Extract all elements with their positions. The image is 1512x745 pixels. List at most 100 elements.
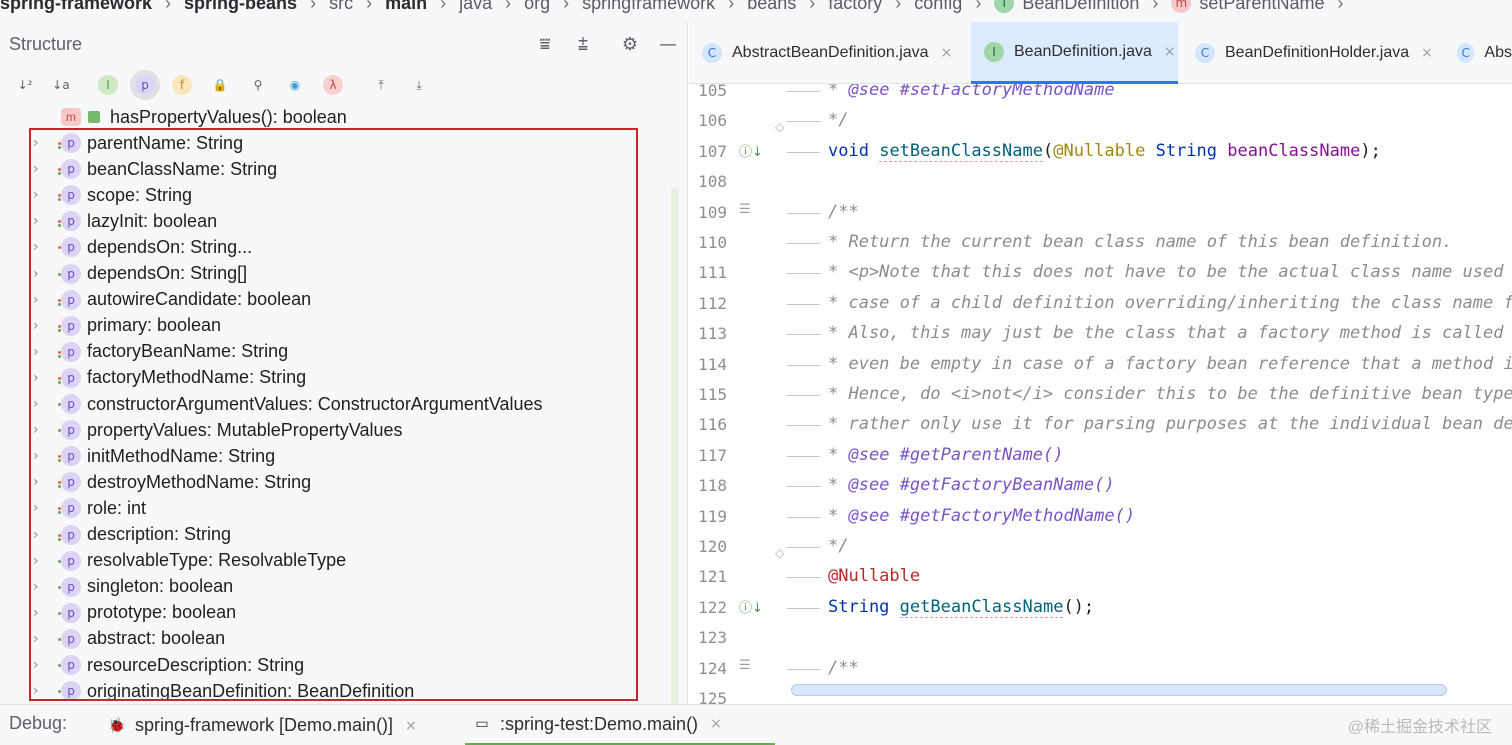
gear-icon[interactable]: ⚙ [621,33,639,55]
code-line[interactable]: 106◇*/ [689,106,1512,136]
show-properties-icon[interactable]: p [130,70,160,100]
chevron-right-icon[interactable]: › [33,500,39,517]
debug-tab[interactable]: 🐞spring-framework [Demo.main()]× [100,705,460,745]
breadcrumb-item[interactable]: beans [747,0,796,14]
breadcrumb-item[interactable]: factory [828,0,882,14]
navigate-down-icon[interactable]: ⤓ [404,70,434,100]
expand-all-icon[interactable]: ⩸ [539,33,551,55]
chevron-right-icon[interactable]: › [33,291,39,308]
chevron-right-icon[interactable]: › [33,161,39,178]
sort-alphabetically-icon[interactable]: ↓a [46,70,76,100]
breadcrumb-item[interactable]: config [914,0,962,14]
code-line[interactable]: 123 [689,623,1512,653]
code-line[interactable]: 119* @see #getFactoryMethodName() [689,502,1512,532]
show-lambda-icon[interactable]: λ [318,70,348,100]
chevron-right-icon[interactable]: › [33,604,39,621]
breadcrumb-item[interactable]: java [459,0,492,14]
chevron-right-icon[interactable]: › [33,317,39,334]
breadcrumb-item[interactable]: src [329,0,353,14]
code-line[interactable]: 111* <p>Note that this does not have to … [689,258,1512,288]
debug-tab[interactable]: ▭:spring-test:Demo.main()× [465,705,775,745]
code-line[interactable]: 120◇*/ [689,532,1512,562]
chevron-right-icon[interactable]: › [33,213,39,230]
code-line[interactable]: 114* even be empty in case of a factory … [689,350,1512,380]
chevron-right-icon[interactable]: › [33,474,39,491]
show-fields-icon[interactable]: f [167,70,197,100]
code-line[interactable]: 121@Nullable [689,562,1512,592]
render-doc-icon[interactable]: ☰ [739,657,751,673]
structure-scrollbar[interactable] [671,187,679,717]
breadcrumb-item[interactable]: springframework [582,0,715,14]
chevron-right-icon[interactable]: › [33,630,39,647]
chevron-right-icon[interactable]: › [33,526,39,543]
chevron-right-icon[interactable]: › [33,657,39,673]
code-line[interactable]: 124☰/** [689,654,1512,684]
chevron-right-icon[interactable]: › [33,396,39,412]
code-line[interactable]: 125 [689,684,1512,704]
breadcrumb-item[interactable]: main [385,0,427,14]
code-line[interactable]: 112* case of a child definition overridi… [689,289,1512,319]
code-line[interactable]: 113* Also, this may just be the class th… [689,319,1512,349]
chevron-right-icon[interactable]: › [33,578,39,595]
chevron-right-icon[interactable]: › [33,552,39,569]
code-line[interactable]: 118* @see #getFactoryBeanName() [689,471,1512,501]
code-line[interactable]: 109☰/** [689,198,1512,228]
show-anonymous-icon[interactable]: ◉ [280,70,310,100]
chevron-right-icon[interactable]: › [33,265,39,282]
chevron-right-icon[interactable]: › [33,187,39,204]
close-icon[interactable]: × [1163,43,1176,60]
chevron-right-icon[interactable]: › [33,135,39,151]
navigate-up-icon[interactable]: ⤒ [366,70,396,100]
code-line[interactable]: 117* @see #getParentName() [689,441,1512,471]
chevron-right-icon[interactable]: › [33,343,39,360]
fold-icon[interactable]: ◇ [775,546,785,560]
implemented-marker-icon[interactable]: ⓘ↓ [739,144,763,160]
code-line[interactable]: 115* Hence, do <i>not</i> consider this … [689,380,1512,410]
close-icon[interactable]: × [710,716,722,732]
close-icon[interactable]: × [405,717,417,734]
chevron-right-icon[interactable]: › [33,422,39,439]
breadcrumb-item[interactable]: org [524,0,550,14]
close-icon[interactable]: × [940,45,953,61]
code-line[interactable]: 110* Return the current bean class name … [689,228,1512,258]
breadcrumb-item[interactable]: spring-framework [0,0,152,14]
close-icon[interactable]: × [1421,45,1433,61]
show-lambdas-icon[interactable]: ⚲ [243,70,273,100]
breadcrumb-item[interactable]: spring-beans [184,0,297,14]
horizontal-scrollbar[interactable] [791,684,1447,696]
show-inherited-icon[interactable]: I [93,70,123,100]
sort-by-visibility-icon[interactable]: ↓² [10,70,40,100]
chevron-right-icon[interactable]: › [33,369,39,386]
fold-icon[interactable]: ◇ [775,120,785,135]
collapse-all-icon[interactable]: ⩲ [577,33,589,55]
code-line[interactable]: 105* @see #setFactoryMethodName [689,84,1512,106]
code-line[interactable]: 116* rather only use it for parsing purp… [689,410,1512,440]
show-non-public-icon[interactable]: 🔒 [205,70,235,100]
